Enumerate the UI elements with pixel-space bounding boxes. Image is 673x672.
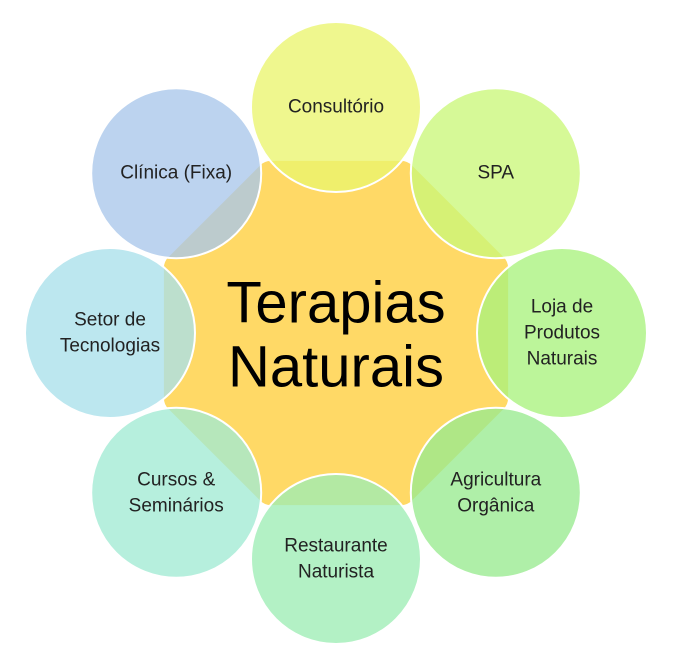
node-agricultura-circle: [409, 406, 582, 579]
node-loja-label-line-1: Loja de: [531, 297, 593, 318]
node-consultorio: [250, 21, 422, 193]
node-spa-label-line-1: SPA: [478, 163, 515, 184]
node-cursos-circle: [90, 406, 263, 579]
node-restaurante: [250, 473, 422, 645]
node-agricultura: [409, 406, 582, 579]
node-restaurante-circle: [250, 473, 422, 645]
center-title-line-2: Naturais: [228, 335, 444, 400]
node-cursos-label-line-2: Seminários: [129, 495, 224, 516]
node-loja-label-line-3: Naturais: [527, 349, 598, 370]
center-title-line-1: Terapias: [226, 271, 445, 336]
node-loja-label-line-2: Produtos: [524, 323, 600, 344]
node-agricultura-label-line-1: Agricultura: [450, 469, 541, 490]
node-cursos-label-line-1: Cursos &: [137, 469, 215, 490]
node-loja-circle: [476, 247, 648, 419]
node-restaurante-label-line-1: Restaurante: [284, 536, 388, 557]
node-loja: [476, 247, 648, 419]
node-spa-circle: [409, 87, 582, 260]
node-clinica-label-line-1: Clínica (Fixa): [120, 163, 232, 184]
node-spa: [409, 87, 582, 260]
outer-nodes: [24, 21, 648, 645]
node-consultorio-label-line-1: Consultório: [288, 97, 384, 118]
node-clinica-circle: [90, 87, 263, 260]
node-consultorio-circle: [250, 21, 422, 193]
node-restaurante-label-line-2: Naturista: [298, 562, 374, 583]
node-setor: [24, 247, 196, 419]
node-cursos: [90, 406, 263, 579]
node-agricultura-label-line-2: Orgânica: [457, 495, 535, 516]
node-setor-circle: [24, 247, 196, 419]
node-clinica: [90, 87, 263, 260]
node-setor-label-line-2: Tecnologias: [60, 336, 160, 357]
node-setor-label-line-1: Setor de: [74, 310, 146, 331]
